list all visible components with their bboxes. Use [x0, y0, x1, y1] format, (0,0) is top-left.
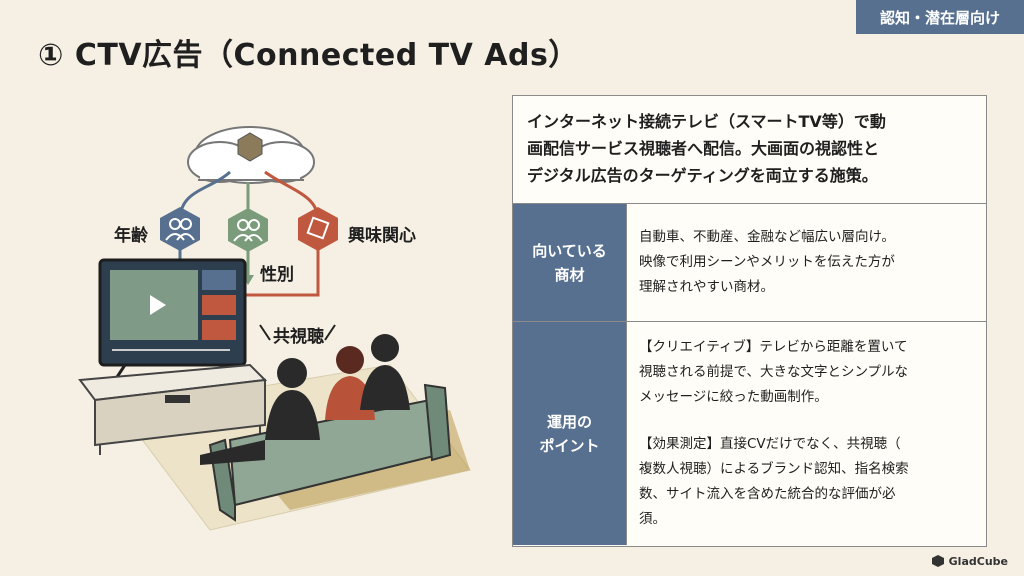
gladcube-logo: GladCube [931, 554, 1008, 568]
cloud-icon [187, 126, 315, 184]
intro-line: デジタル広告のターゲティングを両立する施策。 [527, 166, 878, 185]
audience-tag: 認知・潜在層向け [856, 0, 1024, 34]
row-header-line: 商材 [554, 265, 585, 284]
body-line: 須。 [639, 511, 666, 527]
intro-line: インターネット接続テレビ（スマートTV等）で動 [527, 112, 886, 131]
row-header-line: 向いている [532, 241, 607, 260]
sofa [208, 383, 452, 522]
gender-icon [228, 208, 268, 252]
row-header-line: ポイント [539, 436, 600, 455]
logo-icon [931, 555, 944, 567]
viewers [200, 334, 410, 465]
row-body: 【クリエイティブ】テレビから距離を置いて 視聴される前提で、大きな文字とシンプル… [627, 322, 986, 545]
body-line: 映像で利用シーンやメリットを伝えた方が [639, 254, 895, 270]
row-header: 向いている商材 [513, 204, 627, 321]
body-line: 数、サイト流入を含めた統合的な評価が必 [639, 486, 896, 502]
body-line: 理解されやすい商材。 [639, 279, 774, 295]
tv-stand [78, 363, 268, 455]
intro-text: インターネット接続テレビ（スマートTV等）で動 画配信サービス視聴者へ配信。大画… [513, 96, 986, 204]
row-operation-points: 運用のポイント 【クリエイティブ】テレビから距離を置いて 視聴される前提で、大き… [513, 322, 986, 545]
coview-label: 共視聴 [273, 327, 324, 347]
body-line: 自動車、不動産、金融など幅広い層向け。 [639, 229, 895, 245]
row-target-products: 向いている商材 自動車、不動産、金融など幅広い層向け。 映像で利用シーンやメリッ… [513, 204, 986, 322]
page-title: ① CTV広告（Connected TV Ads） [38, 38, 579, 73]
logo-text: GladCube [948, 554, 1008, 568]
age-icon [160, 207, 200, 251]
row-header-line: 運用の [546, 412, 592, 431]
row-body: 自動車、不動産、金融など幅広い層向け。 映像で利用シーンやメリットを伝えた方が … [627, 204, 986, 321]
tv-icon [98, 258, 247, 381]
body-line: 【クリエイティブ】テレビから距離を置いて [639, 339, 908, 355]
body-line: 【効果測定】直接CVだけでなく、共視聴（ [639, 436, 901, 452]
ctv-illustration: 年齢 性別 興味関心 共視聴 [60, 110, 480, 540]
gender-label: 性別 [260, 265, 294, 285]
body-line: 視聴される前提で、大きな文字とシンプルな [639, 364, 909, 380]
interest-label: 興味関心 [348, 226, 416, 246]
ctv-scene-svg [78, 126, 471, 531]
intro-line: 画配信サービス視聴者へ配信。大画面の視認性と [527, 139, 880, 158]
age-label: 年齢 [114, 226, 148, 246]
interest-icon [298, 207, 338, 251]
body-line: 複数人視聴）によるブランド認知、指名検索 [639, 461, 909, 477]
row-header: 運用のポイント [513, 322, 627, 545]
body-line: メッセージに絞った動画制作。 [639, 389, 828, 405]
info-table: インターネット接続テレビ（スマートTV等）で動 画配信サービス視聴者へ配信。大画… [512, 95, 987, 547]
